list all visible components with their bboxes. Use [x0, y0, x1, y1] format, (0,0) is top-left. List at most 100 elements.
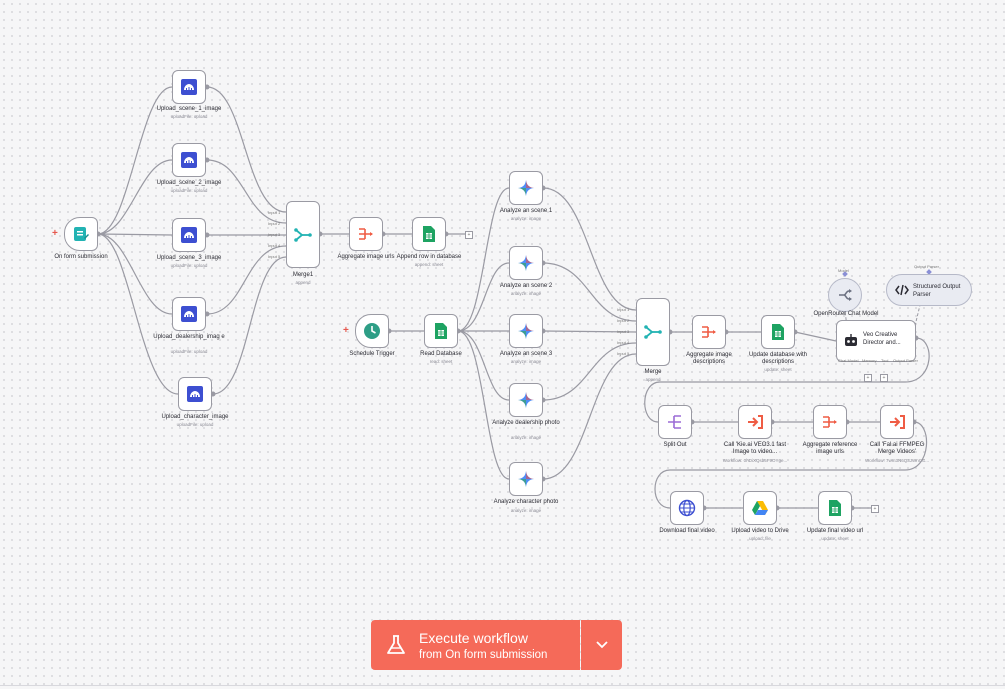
node-structured-output-parser[interactable]: Structured Output Parser [886, 274, 972, 306]
label-upload-character: Upload_character_image [161, 414, 229, 420]
sub-append-row: append: sheet [414, 262, 444, 267]
sub-analyze-dealership: analyze: image [510, 435, 542, 440]
label-upload-scene-2: Upload_scene_2_image [156, 180, 222, 186]
chevron-down-icon [595, 641, 608, 649]
sub-update-final-video-url: update: sheet [821, 536, 849, 541]
node-schedule-trigger[interactable] [355, 314, 389, 348]
node-download-final-video[interactable] [670, 491, 704, 525]
merge-icon [294, 227, 312, 242]
node-split-out[interactable] [658, 405, 692, 439]
sub-merge1: append [295, 280, 311, 285]
sheets-icon [435, 323, 447, 339]
node-upload-character[interactable] [178, 377, 212, 411]
node-read-database[interactable] [424, 314, 458, 348]
sheets-icon [829, 500, 841, 516]
execute-options-dropdown[interactable] [581, 620, 622, 670]
label-download-final-video: Download final video [659, 528, 715, 534]
sub-analyze-scene-2: analyze: image [510, 291, 542, 296]
execute-workflow-title: Execute workflow [419, 629, 528, 646]
aggregate-icon [359, 228, 373, 240]
merge-icon [644, 325, 662, 339]
label-aggregate-image-urls: Aggregate image urls [337, 254, 395, 260]
gemini-sparkle-icon [518, 471, 534, 487]
node-analyze-scene-2[interactable] [509, 246, 543, 280]
node-on-form-submission[interactable] [64, 217, 98, 251]
agent-port-chat-model: Chat Model [838, 358, 859, 363]
flask-icon [387, 635, 405, 654]
node-aggregate-reference-image-urls[interactable] [813, 405, 847, 439]
label-read-database: Read Database [420, 351, 462, 357]
label-upload-dealership: Upload_dealership_imag e [153, 334, 225, 340]
sub-upload-scene-3: uploadFile: upload [170, 263, 208, 268]
node-veo-creative-director-agent[interactable]: Veo Creative Director and... [836, 320, 916, 362]
cloud-upload-icon [181, 227, 197, 243]
cloud-upload-icon [181, 79, 197, 95]
node-append-row[interactable] [412, 217, 446, 251]
clock-icon [364, 323, 380, 339]
node-aggregate-image-urls[interactable] [349, 217, 383, 251]
label-merge1: Merge1 [292, 272, 314, 278]
openrouter-port-label: Model [838, 268, 849, 273]
merge1-input-5: Input 5 [268, 254, 281, 259]
node-update-final-video-url[interactable] [818, 491, 852, 525]
node-call-kie-ai[interactable] [738, 405, 772, 439]
merge-input-5: Input 5 [617, 351, 630, 356]
sub-upload-scene-1: uploadFile: upload [170, 114, 208, 119]
label-analyze-scene-2: Analyze an scene 2 [499, 283, 553, 289]
connection-edges [97, 86, 930, 509]
add-memory-button[interactable]: + [864, 374, 872, 382]
add-tool-button[interactable]: + [880, 374, 888, 382]
sub-analyze-scene-1: analyze: image [510, 216, 542, 221]
sheets-icon [772, 324, 784, 340]
label-call-kie-ai: Call 'Kie.ai VEO3.1 fast Image to video.… [723, 442, 787, 455]
gemini-sparkle-icon [518, 180, 534, 196]
node-aggregate-image-descriptions[interactable] [692, 315, 726, 349]
label-veo-creative-director: Veo Creative Director and... [863, 332, 901, 346]
label-schedule-trigger: Schedule Trigger [349, 351, 395, 357]
node-analyze-scene-3[interactable] [509, 314, 543, 348]
code-icon [895, 284, 909, 296]
node-analyze-scene-1[interactable] [509, 171, 543, 205]
sub-upload-character: uploadFile: upload [176, 422, 214, 427]
merge1-input-4: Input 4 [268, 243, 281, 248]
node-call-fal-ai[interactable] [880, 405, 914, 439]
globe-icon [678, 499, 696, 517]
google-drive-icon [752, 501, 768, 515]
label-split-out: Split Out [663, 442, 687, 448]
sub-upload-scene-2: uploadFile: upload [170, 188, 208, 193]
merge-input-3: Input 3 [617, 329, 630, 334]
node-merge[interactable] [636, 298, 670, 366]
node-openrouter-chat-model[interactable] [828, 278, 862, 312]
split-icon [668, 415, 681, 429]
label-aggregate-image-descriptions: Aggregate image descriptions [686, 352, 732, 365]
add-next-node-button[interactable]: + [465, 231, 473, 239]
label-on-form-submission: On form submission [54, 254, 108, 260]
add-next-node-button[interactable]: + [871, 505, 879, 513]
node-upload-dealership[interactable] [172, 297, 206, 331]
node-merge1[interactable] [286, 201, 320, 268]
sub-merge: append [645, 377, 661, 382]
node-analyze-character[interactable] [509, 462, 543, 496]
label-analyze-scene-3: Analyze an scene 3 [499, 351, 553, 357]
agent-port-tool: Tool [881, 358, 889, 363]
cloud-upload-icon [181, 306, 197, 322]
label-openrouter-chat-model: OpenRouter Chat Model [813, 311, 879, 317]
merge1-input-2: Input 2 [268, 221, 281, 226]
execute-workflow-button[interactable]: Execute workflow from On form submission [371, 620, 580, 670]
merge-input-1: Input 1 [617, 307, 630, 312]
label-upload-scene-1: Upload_scene_1_image [156, 106, 222, 112]
merge1-input-3: Input 3 [268, 232, 281, 237]
node-update-database[interactable] [761, 315, 795, 349]
node-upload-scene-1[interactable] [172, 70, 206, 104]
label-append-row: Append row in database [396, 254, 462, 260]
sub-analyze-scene-3: analyze: image [510, 359, 542, 364]
node-upload-scene-2[interactable] [172, 143, 206, 177]
add-trigger-icon[interactable]: + [343, 325, 349, 336]
label-update-database: Update database with descriptions [748, 352, 808, 365]
add-trigger-icon[interactable]: + [52, 228, 58, 239]
node-analyze-dealership[interactable] [509, 383, 543, 417]
node-upload-scene-3[interactable] [172, 218, 206, 252]
node-upload-video-to-drive[interactable] [743, 491, 777, 525]
canvas-bottom-border [0, 685, 1005, 686]
label-analyze-dealership: Analyze dealership photo [492, 420, 560, 426]
